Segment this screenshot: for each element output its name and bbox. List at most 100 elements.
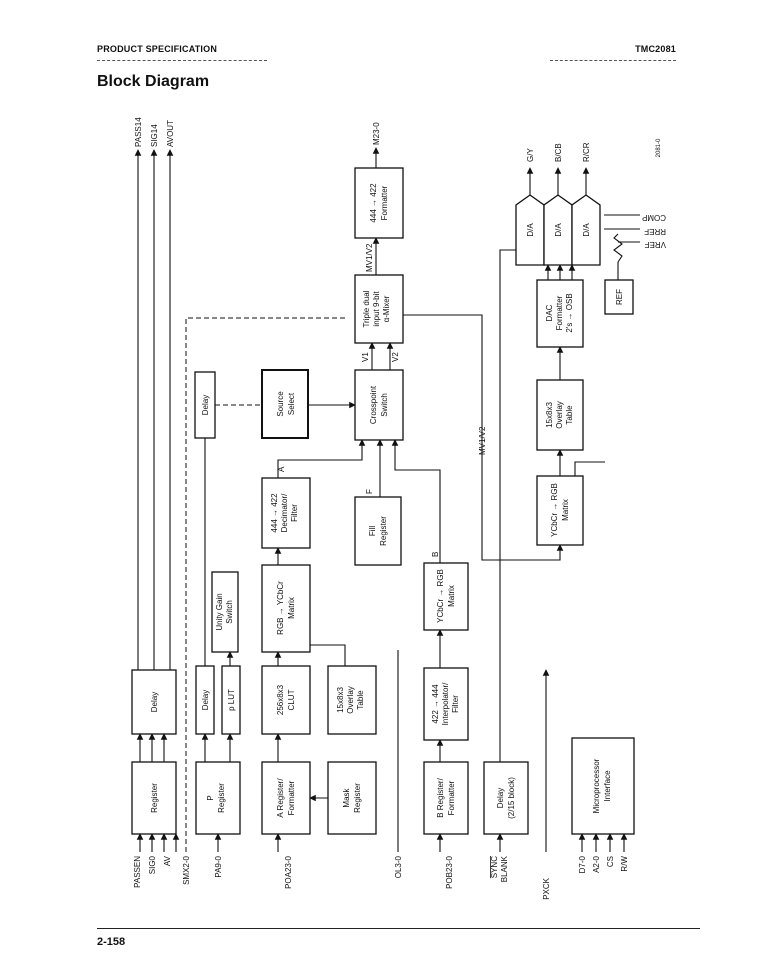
microprocessor-label-1: Microprocessor	[592, 758, 601, 813]
sync-delay-label-2: (2/15 block)	[507, 777, 516, 819]
signal-rref: RREF	[644, 227, 666, 236]
formatter-422-label-1: 444 → 422	[369, 183, 378, 223]
dac-block-1: D/A	[515, 194, 545, 266]
b-register-block: B Register/ Formatter	[423, 761, 469, 835]
signal-rw: R/W	[620, 856, 629, 872]
dac-formatter-block: DAC Formatter 2's → OSB	[536, 279, 584, 348]
b-register-label-2: Formatter	[447, 780, 456, 815]
source-select-block: Source Select	[261, 369, 309, 439]
rgb-to-ycbcr-block: RGB → YCbCr Matrix	[261, 564, 311, 653]
ref-block: REF	[604, 279, 634, 315]
ycbcr-rgb-out-label-1: YCbCr → RGB	[550, 483, 559, 537]
dac-formatter-label-2: Formatter	[555, 295, 564, 330]
clut-block: 256x8x3 CLUT	[261, 665, 311, 735]
decimator-label-2: Decimator/	[280, 493, 289, 532]
rgb-to-ycbcr-label-1: RGB → YCbCr	[276, 581, 285, 635]
signal-passen: PASSEN	[133, 856, 142, 888]
unity-gain-label-2: Switch	[225, 600, 234, 624]
dac-block-3: D/A	[571, 194, 601, 266]
header-rule-right	[550, 60, 676, 61]
interpolator-label-3: Filter	[451, 695, 460, 713]
source-select-label-2: Select	[287, 392, 296, 415]
source-select-label-1: Source	[276, 391, 285, 417]
sync-delay-block: Delay (2/15 block)	[483, 761, 529, 835]
signal-d: D7-0	[578, 855, 587, 873]
signal-pxck: PXCK	[542, 877, 551, 899]
figure-id: 2081-0	[656, 138, 662, 157]
a-register-block: A Register/ Formatter	[261, 761, 311, 835]
overlay-table-b-block: 15x8x3 Overlay Table	[536, 379, 584, 451]
alpha-mixer-block: Triple dual input 9-bit α-Mixer	[354, 274, 404, 344]
p-lut-label: p LUT	[227, 689, 236, 711]
dac-block-2: D/A	[543, 194, 573, 266]
signal-a: A2-0	[592, 855, 601, 872]
delay-a-block: Delay	[131, 669, 177, 735]
overlay-table-b-label-3: Table	[565, 405, 574, 425]
b-register-label-1: B Register/	[436, 777, 445, 817]
dac-formatter-label-3: 2's → OSB	[565, 293, 574, 332]
delay-b-block: Delay	[195, 665, 215, 735]
signal-label-f: F	[365, 489, 374, 494]
signal-v2: V2	[391, 352, 400, 362]
ref-label: REF	[615, 289, 624, 305]
page-number: 2-158	[97, 936, 126, 948]
header-part-number: TMC2081	[635, 44, 676, 54]
p-register-label-1: P	[206, 795, 215, 800]
mixer-label-1: Triple dual	[362, 290, 371, 327]
p-register-block: P Register	[195, 761, 241, 835]
signal-bcb: B/CB	[554, 143, 563, 162]
signal-pa: PA9-0	[214, 855, 223, 877]
a-register-label-2: Formatter	[287, 780, 296, 815]
signal-label-b: B	[431, 552, 440, 557]
signal-gy: G/Y	[526, 148, 535, 162]
ycbcr-to-rgb-out-block: YCbCr → RGB Matrix	[536, 475, 584, 546]
register-a-block: Register	[131, 761, 177, 835]
ycbcr-to-rgb-b-block: YCbCr → RGB Matrix	[423, 562, 469, 631]
blocks: Register Delay P Register Delay p LUT Un…	[131, 167, 635, 835]
dac-group: D/A D/A D/A	[515, 194, 601, 266]
clut-label-1: 256x8x3	[276, 684, 285, 715]
header-rule-left	[97, 60, 267, 61]
decimator-label-3: Filter	[290, 504, 299, 522]
signal-wires	[134, 147, 640, 852]
dac-label-2: D/A	[554, 223, 563, 237]
signal-sig14: SIG14	[150, 124, 159, 147]
dac-label-1: D/A	[526, 223, 535, 237]
ycbcr-rgb-out-label-2: Matrix	[561, 499, 570, 521]
interpolator-filter-block: 422 → 444 Interpolator/ Filter	[423, 667, 469, 741]
signal-rcr: R/CR	[582, 142, 591, 162]
mask-register-label-1: Mask	[342, 787, 351, 807]
fill-register-label-1: Fill	[368, 526, 377, 536]
signal-label-a: A	[277, 466, 286, 472]
footer-rule	[97, 928, 700, 929]
overlay-table-a-label-3: Table	[356, 690, 365, 710]
signal-m: M23-0	[372, 122, 381, 145]
formatter-422-label-2: Formatter	[380, 185, 389, 220]
ycbcr-rgb-b-label-1: YCbCr → RGB	[436, 569, 445, 623]
signal-pob: POB23-0	[445, 855, 454, 888]
mask-register-block: Mask Register	[327, 761, 377, 835]
signal-ol: OL3-0	[394, 855, 403, 878]
signal-blank: BLANK	[500, 855, 509, 882]
fill-register-label-2: Register	[379, 516, 388, 546]
interpolator-label-1: 422 → 444	[431, 684, 440, 724]
signal-comp: COMP	[642, 213, 666, 222]
signal-poa: POA23-0	[284, 855, 293, 888]
signal-labels: PASSEN SIG0 AV SMX2-0 PA9-0 POA23-0 OL3-…	[133, 117, 666, 900]
dac-formatter-label-1: DAC	[545, 304, 554, 321]
dac-label-3: D/A	[582, 223, 591, 237]
signal-sig0: SIG0	[148, 855, 157, 874]
crosspoint-label-2: Switch	[380, 393, 389, 417]
microprocessor-label-2: Interface	[603, 770, 612, 802]
overlay-table-b-label-1: 15x8x3	[545, 402, 554, 428]
signal-mv-mid: MV1/V2	[478, 426, 487, 455]
rgb-to-ycbcr-label-2: Matrix	[287, 597, 296, 619]
signal-smx: SMX2-0	[182, 855, 191, 884]
register-a-label: Register	[150, 783, 159, 813]
ycbcr-rgb-b-label-2: Matrix	[447, 585, 456, 607]
crosspoint-label-1: Crosspoint	[369, 385, 378, 424]
clut-label-2: CLUT	[287, 689, 296, 710]
overlay-table-a-label-1: 15x8x3	[336, 687, 345, 713]
formatter-422-block: 444 → 422 Formatter	[354, 167, 404, 239]
fill-register-block: Fill Register	[354, 496, 402, 566]
